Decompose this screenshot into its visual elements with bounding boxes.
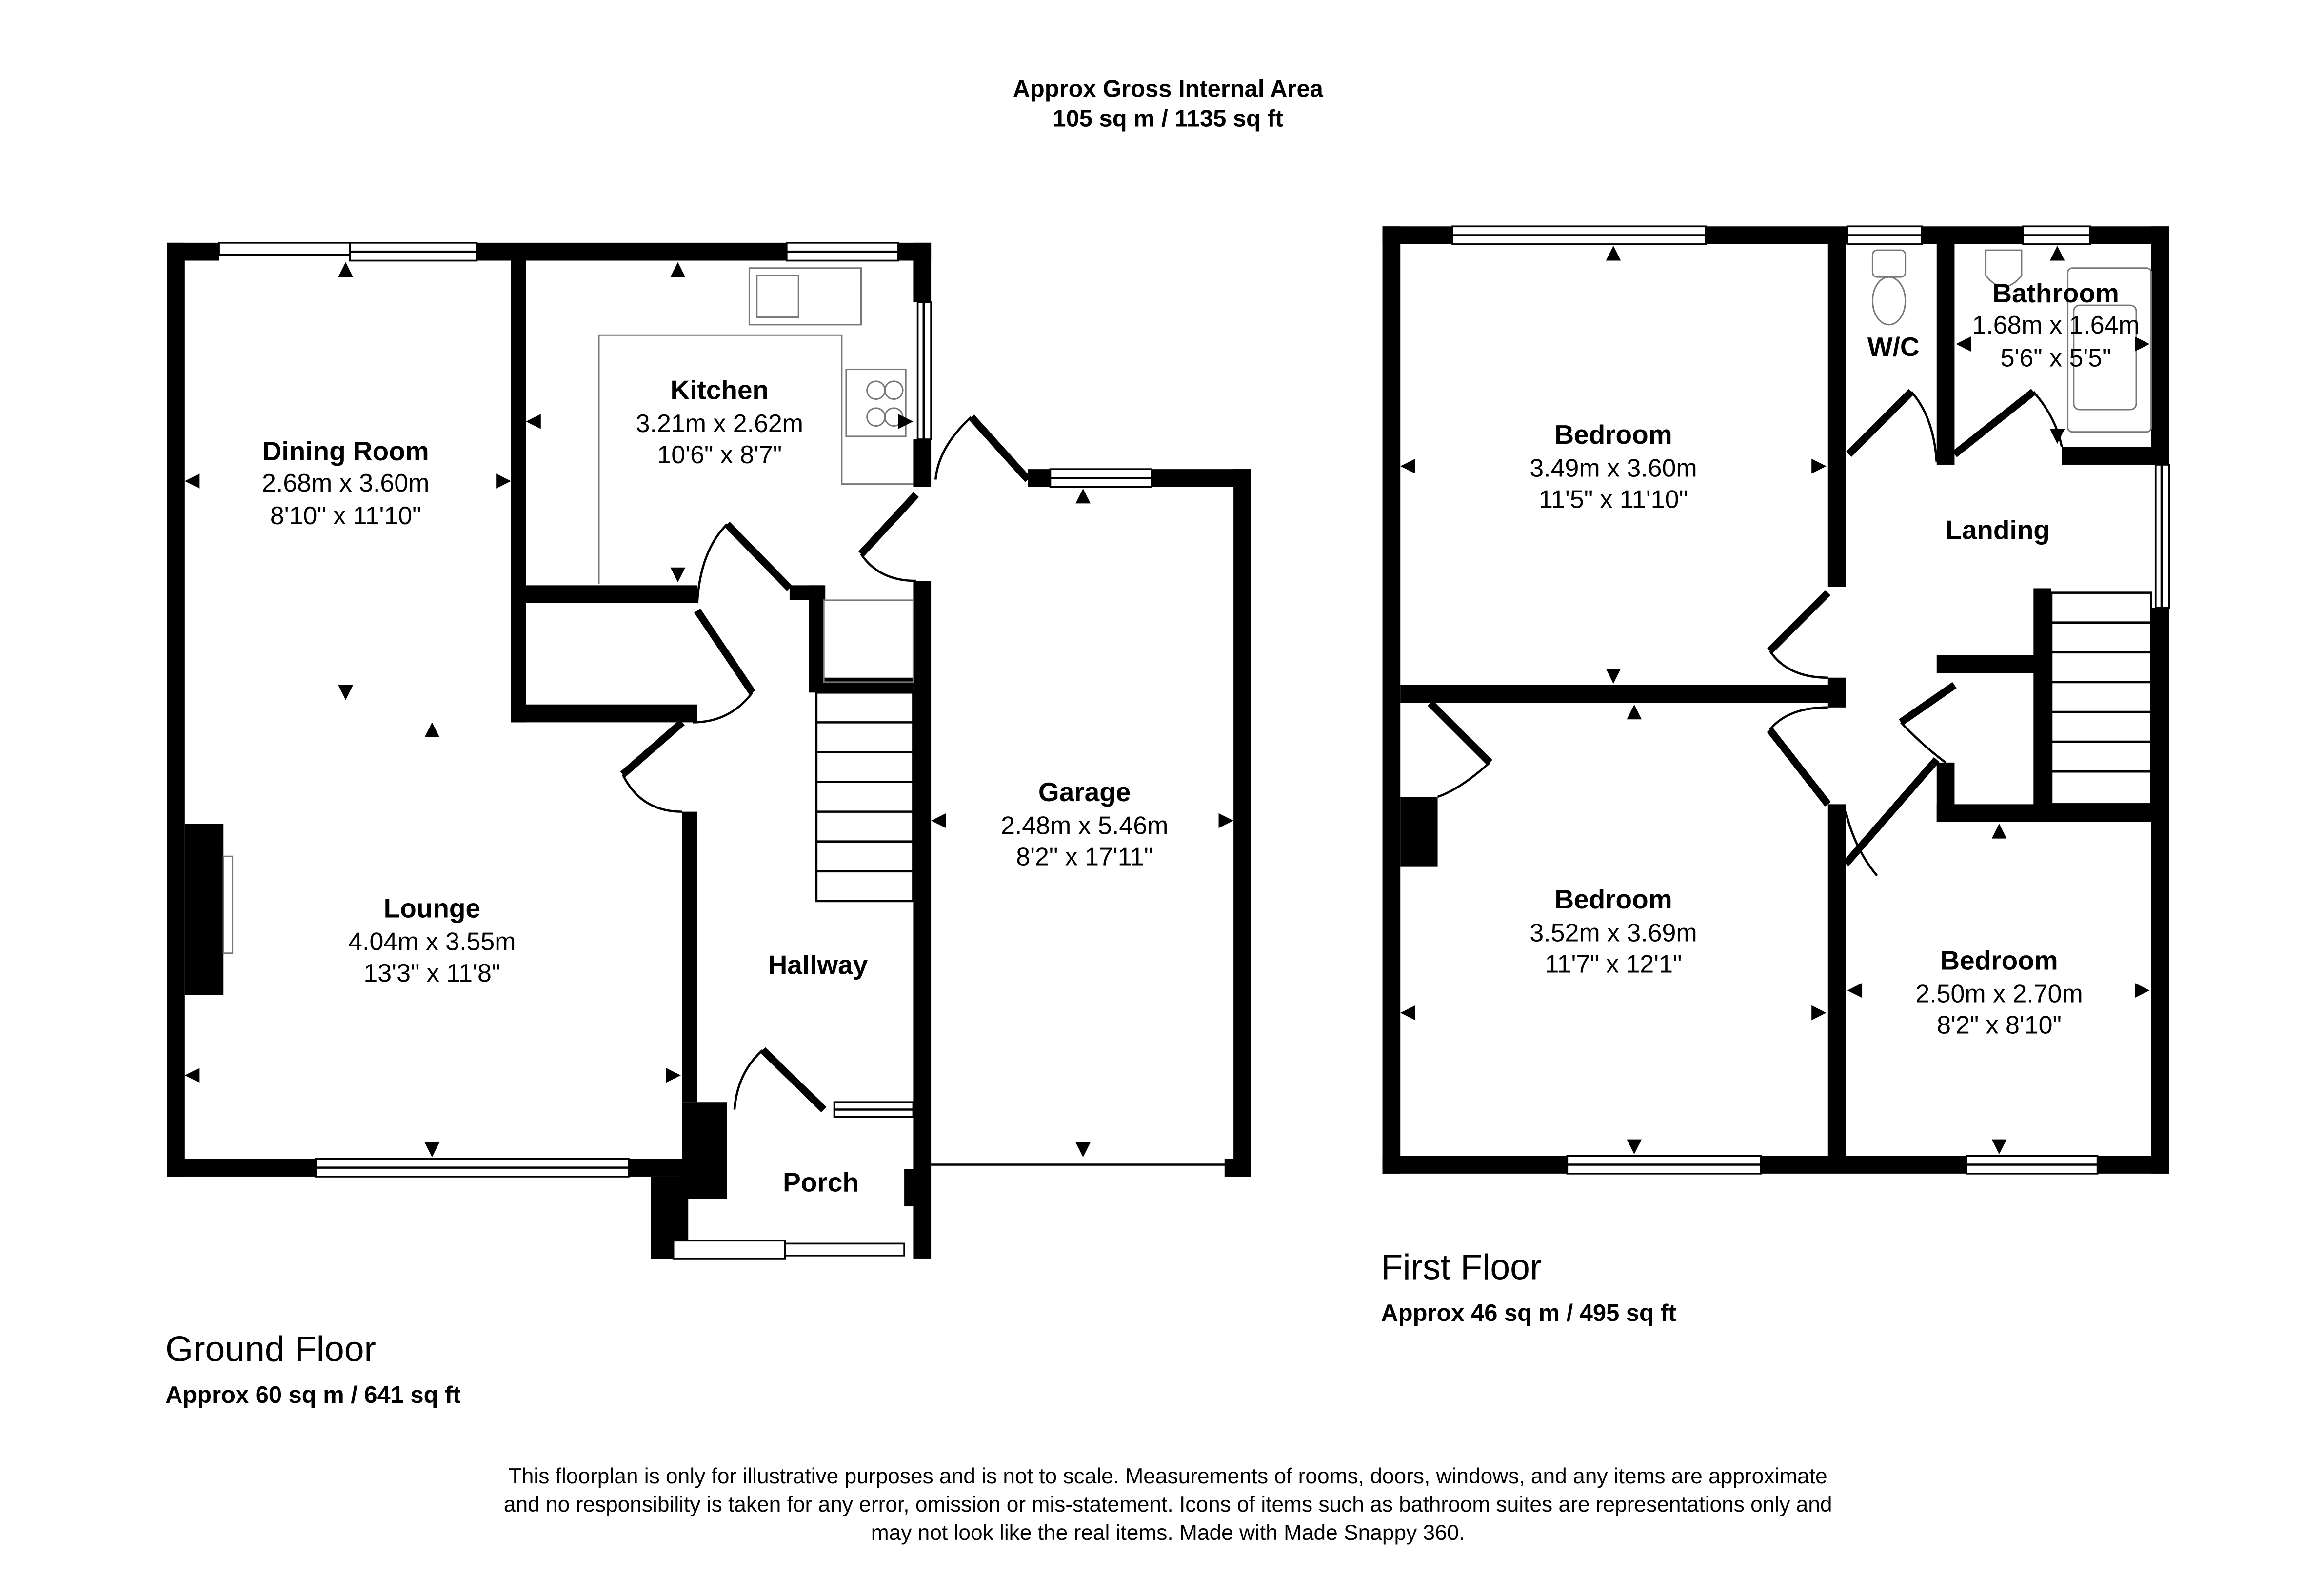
svg-text:and no responsibility is taken: and no responsibility is taken for any e… xyxy=(504,1493,1832,1516)
first-floor-plan: Bedroom 3.49m x 3.60m 11'5" x 11'10" Bed… xyxy=(1382,225,2170,1175)
svg-text:3.21m x 2.62m: 3.21m x 2.62m xyxy=(636,410,803,438)
toilet-icon xyxy=(1871,249,1907,326)
gross-area-value: 105 sq m / 1135 sq ft xyxy=(1053,106,1283,132)
svg-text:8'2" x 8'10": 8'2" x 8'10" xyxy=(1937,1011,2062,1040)
svg-text:4.04m x 3.55m: 4.04m x 3.55m xyxy=(348,928,516,956)
room-hallway: Hallway xyxy=(768,950,868,980)
svg-text:Lounge: Lounge xyxy=(384,893,480,923)
svg-text:This floorplan is only for ill: This floorplan is only for illustrative … xyxy=(509,1464,1827,1488)
svg-text:Kitchen: Kitchen xyxy=(671,375,769,405)
svg-text:2.68m x 3.60m: 2.68m x 3.60m xyxy=(262,469,429,497)
room-kitchen: Kitchen 3.21m x 2.62m 10'6" x 8'7" xyxy=(636,375,803,469)
wall xyxy=(167,242,185,1177)
svg-text:3.49m x 3.60m: 3.49m x 3.60m xyxy=(1529,454,1697,482)
svg-text:10'6" x 8'7": 10'6" x 8'7" xyxy=(657,441,782,469)
gross-area-title: Approx Gross Internal Area xyxy=(1013,76,1324,102)
room-bedroom-1: Bedroom 3.49m x 3.60m 11'5" x 11'10" xyxy=(1529,419,1697,513)
room-garage: Garage 2.48m x 5.46m 8'2" x 17'11" xyxy=(1001,777,1168,871)
ground-floor-area: Approx 60 sq m / 641 sq ft xyxy=(165,1382,461,1408)
ground-floor-title: Ground Floor xyxy=(165,1329,376,1369)
door xyxy=(724,521,793,591)
svg-text:13'3" x 11'8": 13'3" x 11'8" xyxy=(363,959,500,987)
svg-text:Bedroom: Bedroom xyxy=(1940,945,2058,975)
hob-icon xyxy=(845,368,907,437)
basin-icon xyxy=(1985,249,2023,288)
fireplace xyxy=(184,824,224,995)
measurement-arrows xyxy=(1400,245,2150,1155)
room-bedroom-3: Bedroom 2.50m x 2.70m 8'2" x 8'10" xyxy=(1915,945,2083,1039)
svg-text:may not look like the real ite: may not look like the real items. Made w… xyxy=(871,1521,1465,1545)
first-floor-title: First Floor xyxy=(1381,1247,1542,1287)
ground-floor-plan: Dining Room 2.68m x 3.60m 8'10" x 11'10"… xyxy=(167,242,1251,1260)
svg-text:11'5" x 11'10": 11'5" x 11'10" xyxy=(1539,486,1688,514)
staircase xyxy=(2050,591,2152,806)
disclaimer: This floorplan is only for illustrative … xyxy=(504,1464,1832,1545)
svg-text:1.68m x 1.64m: 1.68m x 1.64m xyxy=(1972,311,2139,339)
svg-text:8'2" x 17'11": 8'2" x 17'11" xyxy=(1016,843,1153,871)
svg-text:8'10" x 11'10": 8'10" x 11'10" xyxy=(270,502,421,530)
svg-text:3.52m x 3.69m: 3.52m x 3.69m xyxy=(1529,919,1697,947)
room-porch: Porch xyxy=(783,1167,859,1197)
svg-text:2.50m x 2.70m: 2.50m x 2.70m xyxy=(1915,980,2083,1008)
room-bedroom-2: Bedroom 3.52m x 3.69m 11'7" x 12'1" xyxy=(1529,884,1697,978)
room-landing: Landing xyxy=(1946,515,2050,545)
room-dining: Dining Room 2.68m x 3.60m 8'10" x 11'10" xyxy=(262,436,429,530)
sink-icon xyxy=(748,267,862,326)
svg-text:Bedroom: Bedroom xyxy=(1554,884,1672,914)
sliding-door xyxy=(218,242,351,256)
wardrobe xyxy=(1400,797,1438,867)
first-floor-area: Approx 46 sq m / 495 sq ft xyxy=(1381,1300,1676,1326)
svg-text:Bathroom: Bathroom xyxy=(1992,278,2119,308)
staircase xyxy=(815,691,914,903)
room-lounge: Lounge 4.04m x 3.55m 13'3" x 11'8" xyxy=(348,893,516,987)
svg-text:2.48m x 5.46m: 2.48m x 5.46m xyxy=(1001,811,1168,840)
svg-text:Garage: Garage xyxy=(1038,777,1131,807)
bath-icon xyxy=(2067,267,2152,433)
room-wc: W/C xyxy=(1867,332,1920,362)
measurement-arrows xyxy=(184,262,1234,1158)
svg-text:5'6" x 5'5": 5'6" x 5'5" xyxy=(2001,344,2111,372)
room-bathroom: Bathroom 1.68m x 1.64m 5'6" x 5'5" xyxy=(1972,278,2139,372)
svg-text:11'7" x 12'1": 11'7" x 12'1" xyxy=(1545,950,1682,979)
svg-text:Bedroom: Bedroom xyxy=(1554,419,1672,450)
svg-text:Dining Room: Dining Room xyxy=(262,436,429,466)
